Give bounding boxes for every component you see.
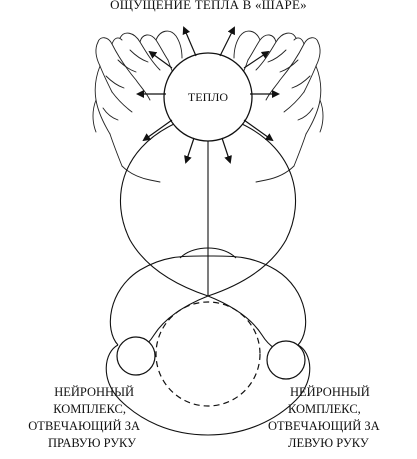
right-neural-complex <box>267 341 305 379</box>
left-label-line: ПРАВУЮ РУКУ <box>4 435 140 452</box>
right-crossing-pathway <box>128 124 296 354</box>
heat-label: ТЕПЛО <box>188 90 228 104</box>
right-neural-complex-label: НЕЙРОННЫЙ КОМПЛЕКС, ОТВЕЧАЮЩИЙ ЗА ЛЕВУЮ … <box>268 384 408 452</box>
heat-arrow <box>222 138 230 162</box>
left-neural-complex <box>117 337 155 375</box>
right-label-line: ОТВЕЧАЮЩИЙ ЗА <box>268 418 408 435</box>
left-label-line: ОТВЕЧАЮЩИЙ ЗА <box>4 418 140 435</box>
left-label-line: НЕЙРОННЫЙ <box>4 384 140 401</box>
brain-center-dashed <box>156 302 260 406</box>
left-crossing-pathway <box>120 124 288 354</box>
heat-arrow <box>186 138 194 162</box>
heat-arrow <box>184 28 196 56</box>
heat-arrow <box>244 120 272 140</box>
left-neural-complex-label: НЕЙРОННЫЙ КОМПЛЕКС, ОТВЕЧАЮЩИЙ ЗА ПРАВУЮ… <box>4 384 140 452</box>
right-label-line: КОМПЛЕКС, <box>268 401 408 418</box>
left-label-line: КОМПЛЕКС, <box>4 401 140 418</box>
right-label-line: ЛЕВУЮ РУКУ <box>268 435 408 452</box>
heat-arrow <box>144 120 172 140</box>
neural-pathways <box>120 124 295 354</box>
right-label-line: НЕЙРОННЫЙ <box>268 384 408 401</box>
heat-arrow <box>150 52 172 68</box>
heat-arrow <box>220 28 234 56</box>
